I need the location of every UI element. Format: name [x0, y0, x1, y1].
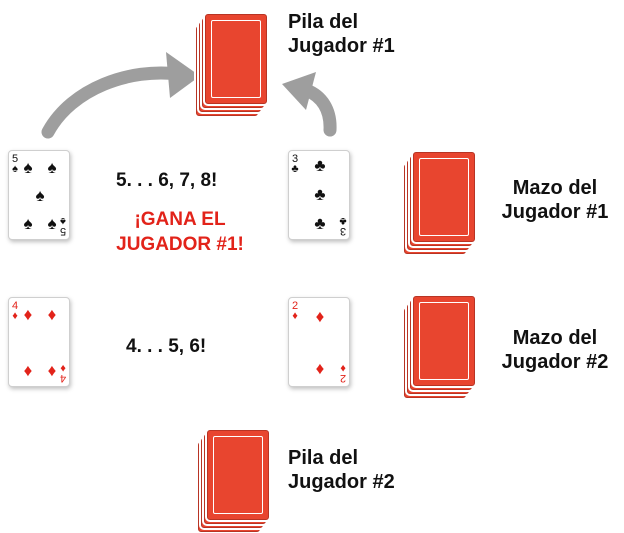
- club-icon: ♣: [339, 215, 347, 227]
- card-corner-top: 3 ♣: [291, 153, 299, 175]
- left-arrow-head: [166, 52, 200, 98]
- card-corner-top: 4 ♦: [11, 300, 19, 322]
- card-two-of-diamonds: 2 ♦ ♦ ♦ 2 ♦: [288, 297, 350, 387]
- diamond-icon: ♦: [60, 362, 66, 374]
- club-icon: ♣: [291, 163, 299, 175]
- diamond-icon: ♦: [315, 359, 325, 378]
- spade-icon: ♠: [23, 158, 33, 177]
- card-rank: 5: [59, 225, 67, 237]
- winner-announcement: ¡GANA EL JUGADOR #1!: [96, 207, 264, 257]
- spade-icon: ♠: [23, 214, 33, 233]
- card-rank: 4: [11, 300, 19, 312]
- card-corner-bottom: 3 ♣: [339, 215, 347, 237]
- card-rank: 3: [291, 153, 299, 165]
- row1-count-text: 5. . . 6, 7, 8!: [116, 170, 218, 191]
- card-rank: 2: [291, 300, 299, 312]
- diamond-icon: ♦: [315, 307, 325, 326]
- spade-icon: ♠: [47, 158, 57, 177]
- spade-icon: ♠: [47, 214, 57, 233]
- card-rank: 3: [339, 225, 347, 237]
- player2-deck-label-line1: Mazo del: [512, 327, 598, 349]
- winner-line2: JUGADOR #1!: [116, 234, 244, 255]
- card-five-of-spades: 5 ♠ ♠ ♠ ♠ ♠ ♠ 5 ♠: [8, 150, 70, 240]
- player2-pile-label: Pila del Jugador #2: [288, 446, 395, 494]
- diamond-icon: ♦: [23, 361, 33, 380]
- card-corner-bottom: 2 ♦: [339, 362, 347, 384]
- left-arrow-curve: [41, 66, 185, 139]
- club-icon: ♣: [314, 214, 326, 233]
- card-rank: 4: [59, 372, 67, 384]
- row2-count-text: 4. . . 5, 6!: [126, 336, 207, 357]
- club-icon: ♣: [314, 185, 326, 204]
- card-corner-top: 5 ♠: [11, 153, 19, 175]
- player1-pile-label-line2: Jugador #1: [288, 35, 395, 57]
- player2-pile-label-line2: Jugador #2: [288, 471, 395, 493]
- player2-deck-label: Mazo del Jugador #2: [490, 326, 620, 374]
- right-arrow-head: [282, 72, 316, 110]
- card-rank: 2: [339, 372, 347, 384]
- player1-pile-label-line1: Pila del: [288, 11, 359, 33]
- card-three-of-clubs: 3 ♣ ♣ ♣ ♣ 3 ♣: [288, 150, 350, 240]
- diamond-icon: ♦: [340, 362, 346, 374]
- card-corner-bottom: 4 ♦: [59, 362, 67, 384]
- card-rank: 5: [11, 153, 19, 165]
- card-four-of-diamonds: 4 ♦ ♦ ♦ ♦ ♦ 4 ♦: [8, 297, 70, 387]
- spade-icon: ♠: [12, 163, 18, 175]
- player2-deck-label-line2: Jugador #2: [501, 351, 609, 373]
- diamond-icon: ♦: [47, 305, 57, 324]
- diamond-icon: ♦: [23, 305, 33, 324]
- player1-deck-label-line2: Jugador #1: [501, 201, 609, 223]
- diamond-icon: ♦: [47, 361, 57, 380]
- player1-deck-label: Mazo del Jugador #1: [490, 176, 620, 224]
- spade-icon: ♠: [60, 215, 66, 227]
- player1-pile-label: Pila del Jugador #1: [288, 10, 395, 58]
- winner-line1: ¡GANA EL: [134, 209, 226, 230]
- diamond-icon: ♦: [292, 310, 298, 322]
- club-icon: ♣: [314, 156, 326, 175]
- player2-pile-label-line1: Pila del: [288, 447, 359, 469]
- diamond-icon: ♦: [12, 310, 18, 322]
- spade-icon: ♠: [35, 186, 45, 205]
- player1-deck-label-line1: Mazo del: [512, 177, 598, 199]
- card-corner-bottom: 5 ♠: [59, 215, 67, 237]
- card-corner-top: 2 ♦: [291, 300, 299, 322]
